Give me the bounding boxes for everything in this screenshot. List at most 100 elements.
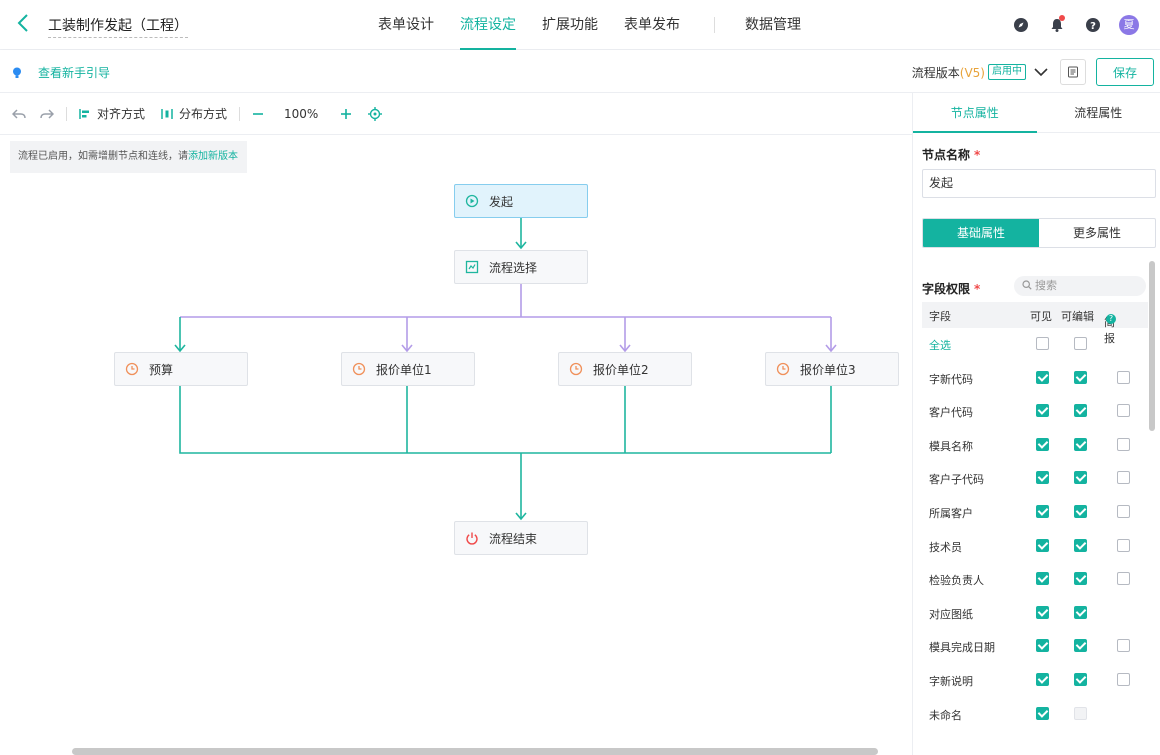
help-icon[interactable]: ?: [1106, 314, 1116, 324]
flow-node-select[interactable]: 流程选择: [454, 250, 588, 284]
chevron-down-icon[interactable]: [1034, 67, 1048, 77]
play-circle-icon: [465, 194, 479, 208]
panel-tabs: 节点属性 流程属性: [913, 93, 1160, 133]
align-button[interactable]: 对齐方式: [79, 105, 145, 122]
distribute-button[interactable]: 分布方式: [161, 105, 227, 122]
field-name: 客户代码: [929, 406, 973, 420]
flow-node-quote-2[interactable]: 报价单位2: [558, 352, 692, 386]
zoom-level: 100%: [284, 106, 319, 121]
select-all-link[interactable]: 全选: [929, 339, 951, 352]
tab-flow-settings[interactable]: 流程设定: [460, 0, 516, 50]
report-checkbox[interactable]: [1117, 673, 1130, 686]
tab-form-publish[interactable]: 表单发布: [624, 17, 680, 33]
field-name: 所属客户: [929, 507, 973, 520]
tab-node-properties[interactable]: 节点属性: [913, 93, 1037, 133]
avatar: 夏: [1119, 15, 1139, 35]
zoom-out-icon[interactable]: [252, 108, 264, 120]
user-avatar[interactable]: 夏: [1118, 14, 1140, 36]
visible-checkbox[interactable]: [1036, 471, 1049, 485]
visible-checkbox[interactable]: [1036, 538, 1049, 552]
redo-icon[interactable]: [40, 108, 54, 120]
flow-node-budget[interactable]: 预算: [114, 352, 248, 386]
field-row: 未命名: [922, 698, 1148, 731]
vertical-scrollbar[interactable]: [1149, 261, 1155, 431]
tab-flow-properties[interactable]: 流程属性: [1074, 106, 1123, 120]
editable-checkbox[interactable]: [1074, 538, 1087, 552]
editable-checkbox[interactable]: [1074, 505, 1087, 518]
visible-checkbox[interactable]: [1036, 673, 1049, 686]
flow-node-quote-1[interactable]: 报价单位1: [341, 352, 475, 386]
report-checkbox[interactable]: [1117, 538, 1130, 552]
tab-form-design[interactable]: 表单设计: [378, 17, 434, 33]
seg-basic-properties[interactable]: 基础属性: [923, 219, 1039, 247]
guide-label: 查看新手引导: [38, 66, 111, 80]
undo-icon[interactable]: [12, 108, 26, 120]
report-checkbox[interactable]: [1117, 437, 1130, 451]
visible-checkbox[interactable]: [1036, 505, 1049, 518]
version-label[interactable]: 流程版本(V5): [911, 65, 985, 80]
document-button[interactable]: [1060, 59, 1086, 85]
visible-checkbox[interactable]: [1036, 404, 1049, 418]
editable-checkbox[interactable]: [1074, 370, 1087, 384]
version-area: 流程版本(V5) 启用中 保存: [912, 58, 1154, 86]
document-icon: [1068, 66, 1078, 78]
add-version-link[interactable]: 添加新版本: [188, 151, 238, 162]
properties-panel: 节点属性 流程属性 节点名称* 发起 基础属性 更多属性 字段权限* 搜索 字段…: [912, 93, 1160, 755]
visible-checkbox[interactable]: [1036, 337, 1049, 350]
zoom-in-icon[interactable]: [340, 108, 352, 120]
editable-checkbox[interactable]: [1074, 404, 1087, 418]
editable-checkbox[interactable]: [1074, 437, 1087, 451]
guide-link[interactable]: 查看新手引导: [12, 64, 110, 81]
report-checkbox[interactable]: [1117, 639, 1130, 653]
flow-connectors: [174, 217, 837, 521]
visible-checkbox[interactable]: [1036, 605, 1049, 619]
field-search-input[interactable]: 搜索: [1014, 276, 1146, 296]
save-button[interactable]: 保存: [1096, 58, 1154, 86]
field-name: 检验负责人: [929, 574, 984, 588]
connector-select-branch: [180, 284, 831, 318]
report-checkbox[interactable]: [1117, 370, 1130, 384]
flow-node-quote-3[interactable]: 报价单位3: [765, 352, 899, 386]
top-icons: ? 夏: [996, 14, 1140, 36]
seg-more-properties[interactable]: 更多属性: [1072, 226, 1121, 240]
report-checkbox[interactable]: [1117, 505, 1130, 518]
back-arrow-icon[interactable]: [16, 12, 36, 38]
report-checkbox[interactable]: [1117, 471, 1130, 485]
flow-canvas[interactable]: 对齐方式 分布方式 100% 流程已启用，如需增删节点和连线，请添加新版本: [0, 93, 912, 755]
visible-checkbox[interactable]: [1036, 639, 1049, 653]
editable-checkbox[interactable]: [1074, 471, 1087, 485]
sub-bar: 查看新手引导 流程版本(V5) 启用中 保存: [0, 50, 1160, 93]
editable-checkbox[interactable]: [1074, 572, 1087, 586]
report-checkbox[interactable]: [1117, 572, 1130, 586]
tab-data-management[interactable]: 数据管理: [745, 17, 801, 33]
flow-node-start[interactable]: 发起: [454, 184, 588, 218]
bell-icon[interactable]: [1046, 14, 1068, 36]
app-title[interactable]: 工装制作发起（工程）: [48, 15, 188, 38]
report-checkbox[interactable]: [1117, 404, 1130, 418]
editable-checkbox[interactable]: [1074, 605, 1087, 619]
flow-node-end[interactable]: 流程结束: [454, 521, 588, 555]
arrowhead: [515, 241, 527, 250]
compass-icon[interactable]: [1010, 14, 1032, 36]
notification-dot: [1059, 15, 1065, 21]
arrowhead: [174, 344, 186, 353]
visible-checkbox[interactable]: [1036, 706, 1049, 720]
editable-checkbox[interactable]: [1074, 337, 1087, 350]
visible-checkbox[interactable]: [1036, 572, 1049, 586]
field-row: 字新说明: [922, 664, 1148, 697]
editable-checkbox[interactable]: [1074, 673, 1087, 686]
visible-checkbox[interactable]: [1036, 437, 1049, 451]
enabled-notice: 流程已启用，如需增删节点和连线，请添加新版本: [10, 141, 247, 173]
field-name: 字新代码: [929, 372, 973, 386]
visible-checkbox[interactable]: [1036, 370, 1049, 384]
node-name-input[interactable]: 发起: [922, 169, 1156, 198]
tab-extensions[interactable]: 扩展功能: [542, 17, 598, 33]
editable-checkbox[interactable]: [1074, 639, 1087, 653]
search-icon: [1022, 280, 1032, 290]
help-icon[interactable]: ?: [1082, 14, 1104, 36]
arrowhead: [401, 344, 413, 353]
field-name: 对应图纸: [929, 607, 973, 621]
horizontal-scrollbar[interactable]: [72, 748, 878, 755]
field-row: 客户子代码: [922, 462, 1148, 495]
locate-center-icon[interactable]: [368, 106, 383, 121]
